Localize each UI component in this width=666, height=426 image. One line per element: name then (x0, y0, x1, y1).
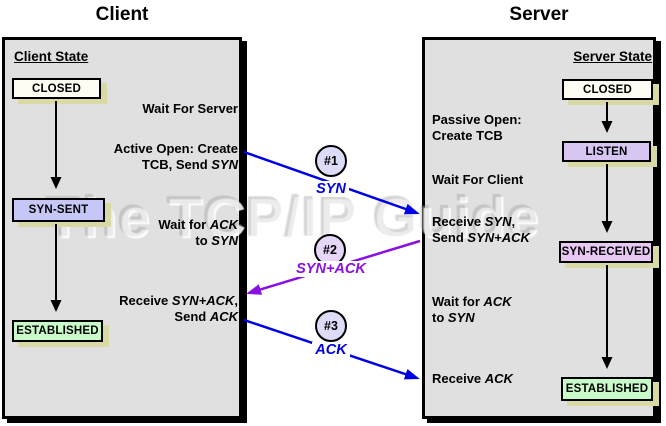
client-state-syn-sent: SYN-SENT (12, 198, 105, 222)
server-note-receive-ack: Receive ACK (432, 371, 513, 386)
message-1-label-text: SYN (313, 181, 349, 197)
message-2-label: SYN+ACK (261, 261, 401, 277)
server-state-listen: LISTEN (562, 141, 651, 162)
server-note-wait-for-client: Wait For Client (432, 172, 524, 187)
client-panel (2, 37, 242, 419)
message-2-label-text: SYN+ACK (293, 261, 369, 277)
client-title: Client (95, 4, 149, 25)
message-3-label: ACK (261, 342, 401, 358)
server-note-passive-open: Passive Open:Create TCB (432, 112, 522, 143)
message-1-badge: #1 (315, 145, 347, 177)
client-state-closed: CLOSED (12, 78, 101, 99)
message-1-label: SYN (261, 181, 401, 197)
client-state-heading: Client State (14, 49, 89, 64)
message-3-badge: #3 (315, 310, 347, 342)
client-note-receive-synack: Receive SYN+ACK,Send ACK (119, 293, 238, 324)
server-note-receive-syn: Receive SYN,Send SYN+ACK (432, 214, 530, 245)
client-note-wait-for-server: Wait For Server (142, 101, 238, 116)
server-state-closed: CLOSED (562, 79, 653, 100)
server-panel (422, 37, 656, 419)
client-state-established: ESTABLISHED (12, 320, 103, 342)
server-state-established: ESTABLISHED (561, 377, 653, 401)
message-3-label-text: ACK (312, 342, 350, 358)
server-state-heading: Server State (573, 49, 652, 64)
server-state-syn-received: SYN-RECEIVED (559, 241, 653, 263)
server-title: Server (509, 4, 569, 25)
